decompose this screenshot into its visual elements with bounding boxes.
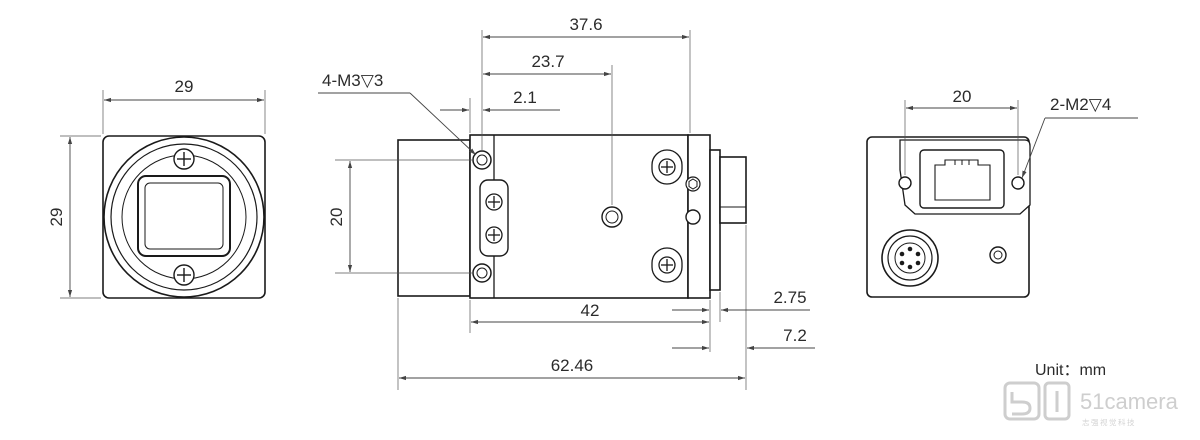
rear-connector <box>719 156 747 224</box>
leader-thread-right <box>1021 117 1046 179</box>
rear-thread-hole-right-icon <box>1011 176 1025 190</box>
front-height-label: 29 <box>47 208 66 227</box>
rear-plate-hex-icon <box>685 176 701 192</box>
rear-thread-hole-left-icon <box>898 176 912 190</box>
side-body-length-label: 42 <box>581 301 600 320</box>
lens-mount-outer <box>103 136 265 298</box>
status-led-icon <box>989 246 1007 264</box>
thread-callout-right: 2-M2▽4 <box>1050 95 1111 114</box>
side-top-overall-label: 37.6 <box>569 15 602 34</box>
leader-thread-left <box>409 92 477 156</box>
unit-label: Unit：mm <box>1035 362 1106 379</box>
side-rear-72-label: 7.2 <box>783 326 807 345</box>
front-width-label: 29 <box>175 77 194 96</box>
watermark-logo-icon <box>1003 381 1071 421</box>
side-rear-275-label: 2.75 <box>773 288 806 307</box>
rj45-socket-icon <box>934 159 991 201</box>
watermark-subtitle: 志强视觉科技 <box>1082 417 1136 427</box>
rear-view: 20 2-M2▽4 <box>866 87 1138 298</box>
side-overall-length-label: 62.46 <box>551 356 594 375</box>
side-bracket-screw-bottom-icon <box>485 226 503 244</box>
sensor-glass <box>144 182 224 250</box>
front-screw-bottom-icon <box>173 264 195 286</box>
watermark-brand: 51camera <box>1080 389 1179 414</box>
ethernet-port <box>919 149 1005 209</box>
front-screw-top-icon <box>173 148 195 170</box>
rear-plate-hole-icon <box>685 209 701 225</box>
side-center-hole-label: 23.7 <box>531 52 564 71</box>
side-lens-barrel <box>397 139 471 297</box>
side-bracket-screw-top-icon <box>485 193 503 211</box>
side-small-offset-label: 2.1 <box>513 88 537 107</box>
side-center-hole-icon <box>601 206 623 228</box>
rear-connector-base <box>709 149 721 291</box>
side-hole-top-icon <box>472 150 492 170</box>
side-bracket <box>479 179 509 257</box>
side-hole-spacing-label: 20 <box>327 208 346 227</box>
front-view: 29 29 <box>47 77 266 299</box>
watermark: 51camera 志强视觉科技 <box>1003 381 1179 427</box>
side-hole-bottom-icon <box>472 263 492 283</box>
rear-plate-screw-top-icon <box>651 149 683 185</box>
thread-callout-left: 4-M3▽3 <box>322 71 383 90</box>
gpio-connector-icon <box>881 229 939 287</box>
lens-mount-inner <box>110 143 258 291</box>
sensor-window <box>137 175 231 257</box>
side-view: 37.6 23.7 2.1 4-M3▽3 20 42 2.75 <box>318 15 815 390</box>
rear-plate-screw-bottom-icon <box>651 247 683 283</box>
rear-hole-spacing-label: 20 <box>953 87 972 106</box>
